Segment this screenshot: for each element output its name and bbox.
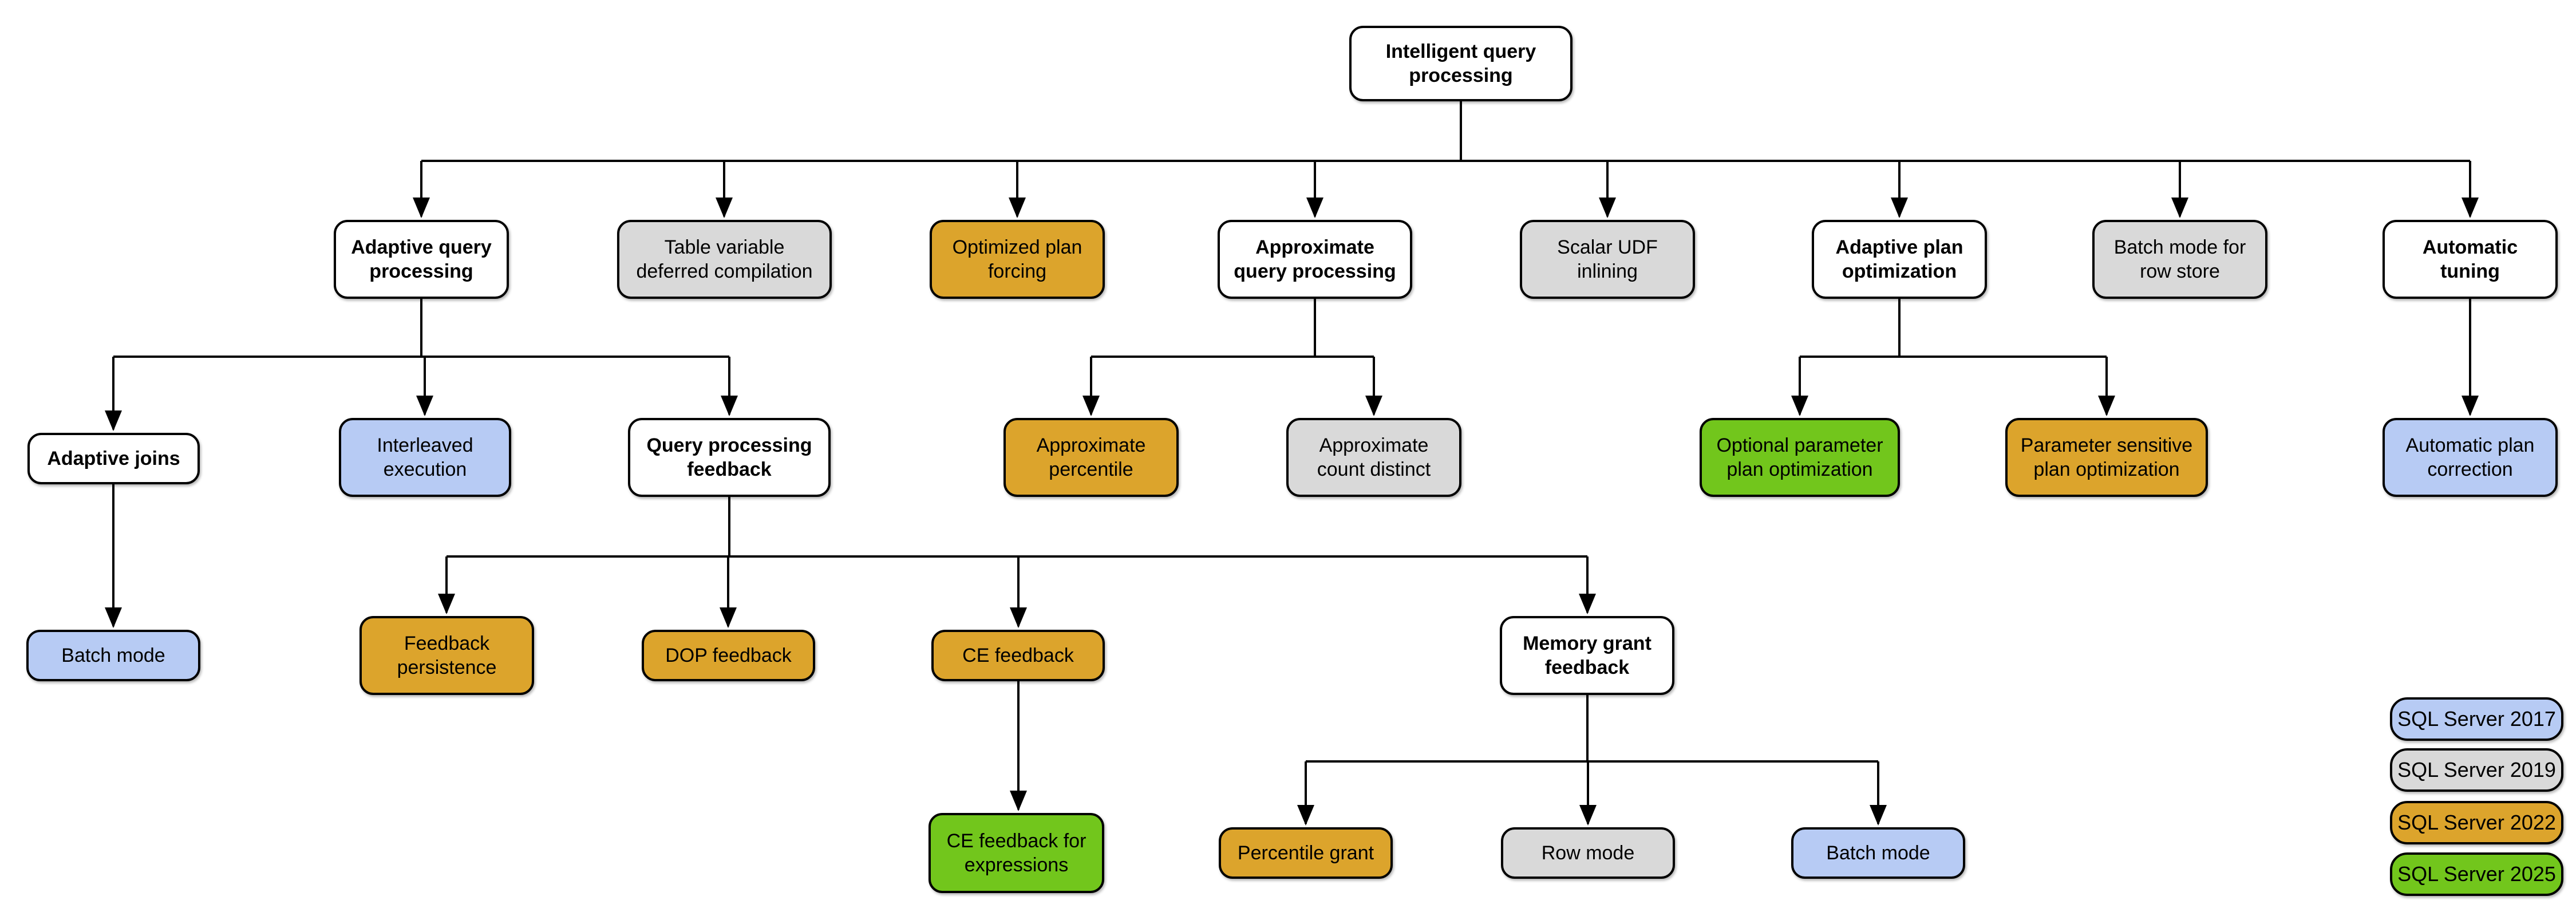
node-label: Approximate query processing <box>1234 236 1396 282</box>
node-label: Scalar UDF inlining <box>1557 236 1658 282</box>
node-label: Adaptive plan optimization <box>1835 236 1963 282</box>
legend-label: SQL Server 2019 <box>2397 758 2556 781</box>
node-label: Automatic tuning <box>2422 236 2518 282</box>
node-label: Adaptive query processing <box>351 236 492 282</box>
node-label: Interleaved execution <box>377 434 473 480</box>
node-batch-mode-adaptive-joins: Batch mode <box>26 630 200 681</box>
legend-label: SQL Server 2022 <box>2397 811 2556 834</box>
node-label: Approximate percentile <box>1036 434 1146 480</box>
node-label: Automatic plan correction <box>2405 434 2535 480</box>
node-parameter-sensitive-plan-optimization: Parameter sensitive plan optimization <box>2005 418 2208 497</box>
node-label: Parameter sensitive plan optimization <box>2020 434 2193 480</box>
node-feedback-persistence: Feedback persistence <box>359 616 534 695</box>
node-label: Approximate count distinct <box>1317 434 1431 480</box>
node-label: Intelligent query processing <box>1385 40 1536 86</box>
node-label: Memory grant feedback <box>1523 632 1652 678</box>
node-percentile-grant: Percentile grant <box>1219 827 1393 879</box>
node-ce-feedback-for-expressions: CE feedback for expressions <box>929 813 1104 893</box>
node-automatic-tuning: Automatic tuning <box>2383 220 2558 299</box>
node-label: Row mode <box>1541 842 1635 864</box>
node-optimized-plan-forcing: Optimized plan forcing <box>930 220 1105 299</box>
node-row-mode: Row mode <box>1501 827 1675 879</box>
node-label: DOP feedback <box>665 644 792 666</box>
node-dop-feedback: DOP feedback <box>642 630 815 681</box>
node-label: Query processing feedback <box>646 434 812 480</box>
node-intelligent-query-processing: Intelligent query processing <box>1349 26 1573 101</box>
node-optional-parameter-plan-optimization: Optional parameter plan optimization <box>1700 418 1900 497</box>
node-approximate-query-processing: Approximate query processing <box>1218 220 1412 299</box>
node-approximate-percentile: Approximate percentile <box>1003 418 1179 497</box>
node-label: Table variable deferred compilation <box>636 236 813 282</box>
node-label: CE feedback for expressions <box>946 830 1086 876</box>
node-query-processing-feedback: Query processing feedback <box>628 418 831 497</box>
node-batch-mode-memory-grant: Batch mode <box>1791 827 1965 879</box>
legend-sql-server-2019: SQL Server 2019 <box>2390 748 2563 792</box>
node-label: CE feedback <box>962 644 1074 666</box>
node-label: Optimized plan forcing <box>952 236 1082 282</box>
node-adaptive-query-processing: Adaptive query processing <box>334 220 509 299</box>
legend-label: SQL Server 2017 <box>2397 707 2556 731</box>
node-ce-feedback: CE feedback <box>931 630 1105 681</box>
node-adaptive-plan-optimization: Adaptive plan optimization <box>1812 220 1987 299</box>
node-adaptive-joins: Adaptive joins <box>27 433 200 484</box>
node-label: Batch mode <box>61 644 165 666</box>
node-label: Feedback persistence <box>397 632 497 678</box>
legend-label: SQL Server 2025 <box>2397 862 2556 886</box>
node-label: Optional parameter plan optimization <box>1716 434 1883 480</box>
node-batch-mode-for-row-store: Batch mode for row store <box>2092 220 2267 299</box>
node-automatic-plan-correction: Automatic plan correction <box>2383 418 2558 497</box>
legend-sql-server-2022: SQL Server 2022 <box>2390 801 2563 844</box>
node-approximate-count-distinct: Approximate count distinct <box>1286 418 1461 497</box>
node-interleaved-execution: Interleaved execution <box>339 418 511 497</box>
node-table-variable-deferred-compilation: Table variable deferred compilation <box>617 220 832 299</box>
node-label: Percentile grant <box>1237 842 1374 864</box>
node-label: Batch mode for row store <box>2113 236 2246 282</box>
node-label: Batch mode <box>1826 842 1930 864</box>
legend-sql-server-2017: SQL Server 2017 <box>2390 697 2563 741</box>
node-label: Adaptive joins <box>47 447 180 469</box>
legend-sql-server-2025: SQL Server 2025 <box>2390 852 2563 896</box>
node-scalar-udf-inlining: Scalar UDF inlining <box>1520 220 1695 299</box>
node-memory-grant-feedback: Memory grant feedback <box>1500 616 1674 695</box>
